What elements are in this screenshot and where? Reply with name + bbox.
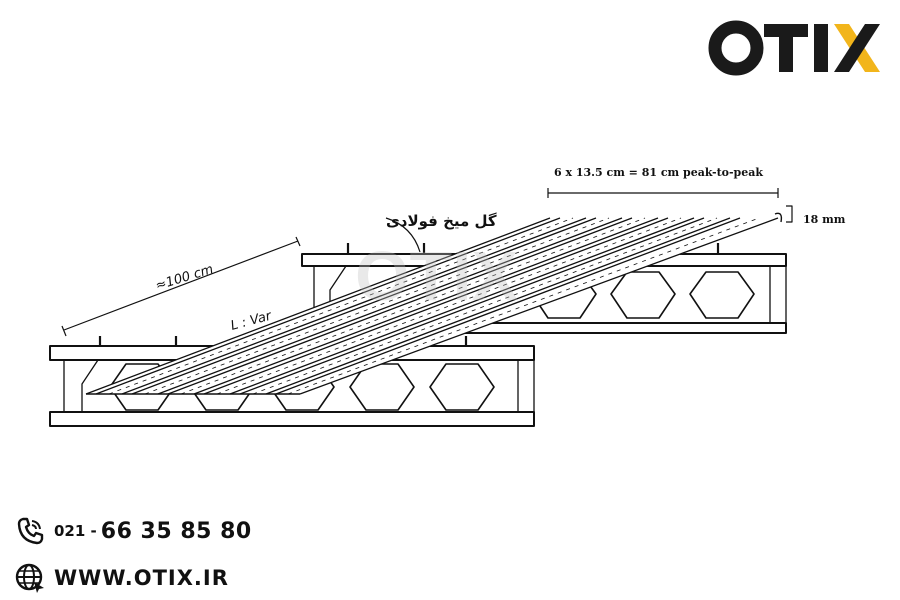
corrugated-steel-deck — [85, 212, 783, 395]
depth-dimension-label: 18 mm — [803, 213, 846, 226]
stud-leader-line — [385, 217, 421, 253]
phone-number[interactable]: 66 35 85 80 — [100, 518, 252, 544]
width-dimension-label: ≈100 cm — [154, 262, 215, 294]
dimension-depth — [786, 205, 793, 223]
dimension-span — [547, 188, 779, 198]
phone-icon — [17, 517, 44, 545]
website-link[interactable]: WWW.OTIX.IR — [54, 566, 229, 590]
phone-contact: 021 - 66 35 85 80 — [14, 515, 252, 547]
steel-stud-label: گل میخ فولادی — [386, 212, 497, 230]
span-dimension-label: 6 x 13.5 cm = 81 cm peak-to-peak — [554, 166, 763, 179]
website-contact: WWW.OTIX.IR — [14, 562, 229, 594]
otix-logo — [708, 20, 880, 76]
globe-icon — [15, 563, 44, 593]
watermark-text: OTIX — [355, 237, 519, 315]
dimension-width — [61, 236, 301, 337]
phone-prefix: 021 - — [54, 522, 97, 540]
